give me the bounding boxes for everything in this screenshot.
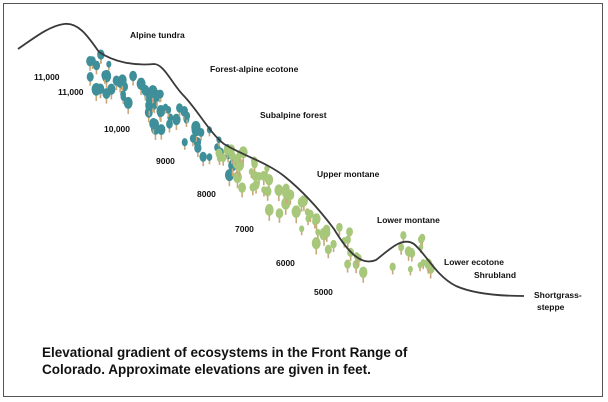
tree-icon [102,88,111,104]
elevation-label: 11,000 [58,87,84,97]
tree-icon [419,233,426,246]
tree-icon [176,103,183,117]
tree-icon [274,184,284,202]
tree-icon [194,143,202,158]
tree-icon [206,153,213,165]
tree-icon [407,265,413,276]
elevation-label: 5000 [314,287,333,297]
tree-icon [238,182,247,198]
tree-icon [299,225,305,236]
tree-icon [97,85,104,98]
elevation-label: 7000 [235,224,254,234]
label-shortgrass: Shortgrass- [534,290,582,300]
tree-icon [224,169,234,187]
tree-icon [344,259,351,273]
tree-icon [330,239,337,253]
elevation-label: 8000 [197,189,216,199]
label-lower-montane: Lower montane [377,215,440,225]
tree-icon [156,89,164,103]
tree-icon [307,209,314,223]
tree-icon [118,74,127,91]
elevation-label: 11,000 [34,72,60,82]
tree-icon [323,227,331,242]
tree-icon [264,204,274,221]
elevation-label: 9000 [156,156,175,166]
tree-icon [199,151,207,167]
label-lower-ecotone: Lower ecotone [444,257,504,267]
tree-icon [398,243,405,255]
tree-icon [261,186,267,197]
caption-line-2: Colorado. Approximate elevations are giv… [42,362,371,377]
tree-icon [324,244,332,259]
tree-icon [297,196,306,212]
tree-icon [184,111,191,124]
tree-icon [141,84,150,101]
tree-icon [312,213,321,230]
tree-icon [404,246,413,261]
montane-tree-cluster [215,144,435,283]
tree-icon [189,134,197,147]
caption-line-1: Elevational gradient of ecosystems in th… [42,345,408,360]
tree-icon [336,222,343,236]
tree-icon [172,113,181,130]
tree-icon [92,60,101,75]
tree-icon [275,208,284,223]
tree-icon [148,85,158,104]
tree-icon [260,170,268,186]
figure-frame: Alpine tundra Forest-alpine ecotone Suba… [3,3,603,397]
label-subalpine-forest: Subalpine forest [260,110,327,120]
label-steppe: steppe [537,302,565,312]
elevation-label: 10,000 [104,124,130,134]
tree-icon [166,119,173,133]
tree-icon [311,237,321,255]
tree-icon [315,228,321,239]
tree-icon [145,99,154,116]
tree-icon [106,60,112,71]
tree-icon [123,96,133,115]
figure-caption: Elevational gradient of ecosystems in th… [42,344,582,378]
tree-icon [251,159,258,173]
tree-icon [101,70,109,84]
tree-icon [232,154,239,165]
tree-icon [234,158,245,177]
label-upper-montane: Upper montane [317,169,380,179]
tree-icon [291,205,301,224]
elevation-label: 6000 [276,258,295,268]
elevation-labels: 11,000 11,000 10,000 9000 8000 7000 6000… [34,72,333,297]
tree-icon [120,93,127,105]
tree-icon [181,138,188,150]
tree-icon [417,261,423,272]
mountain-profile-line [17,23,525,297]
ecosystem-gradient-diagram: Alpine tundra Forest-alpine ecotone Suba… [17,23,582,312]
label-alpine-tundra: Alpine tundra [130,30,185,40]
tree-icon [191,123,201,142]
tree-icon [282,187,291,204]
tree-icon [424,258,433,274]
tree-icon [86,55,94,71]
tree-icon [400,231,407,244]
tree-icon [248,168,254,179]
tree-icon [359,266,368,283]
tree-icon [216,154,223,165]
tree-icon [344,235,351,248]
tree-icon [129,70,137,86]
tree-icon [252,180,260,194]
tree-icon [162,103,169,114]
label-shrubland: Shrubland [474,270,516,280]
tree-icon [389,262,396,275]
tree-icon [86,72,94,86]
label-forest-alpine-ecotone: Forest-alpine ecotone [210,64,299,74]
ecosystem-labels: Alpine tundra Forest-alpine ecotone Suba… [130,30,582,312]
tree-icon [149,117,158,134]
